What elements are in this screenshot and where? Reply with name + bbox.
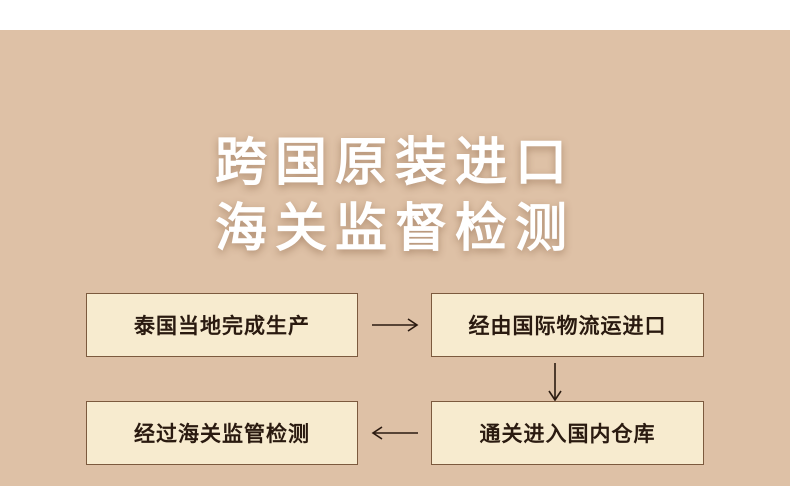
flow-step-1: 泰国当地完成生产 — [86, 293, 358, 357]
arrow-left-icon — [371, 426, 418, 440]
flow-step-2-label: 经由国际物流运进口 — [468, 314, 667, 338]
flow-step-2: 经由国际物流运进口 — [431, 293, 704, 357]
arrow-down-icon — [548, 363, 562, 402]
flow-step-1-label: 泰国当地完成生产 — [134, 314, 310, 338]
flow-step-4: 经过海关监管检测 — [86, 401, 358, 465]
arrow-right-icon — [372, 318, 419, 332]
headline-line-1: 跨国原装进口 — [214, 133, 575, 193]
flow-step-3: 通关进入国内仓库 — [431, 401, 704, 465]
flow-step-4-label: 经过海关监管检测 — [134, 422, 310, 446]
flow-step-3-label: 通关进入国内仓库 — [479, 422, 656, 446]
headline-line-2: 海关监督检测 — [214, 199, 575, 259]
